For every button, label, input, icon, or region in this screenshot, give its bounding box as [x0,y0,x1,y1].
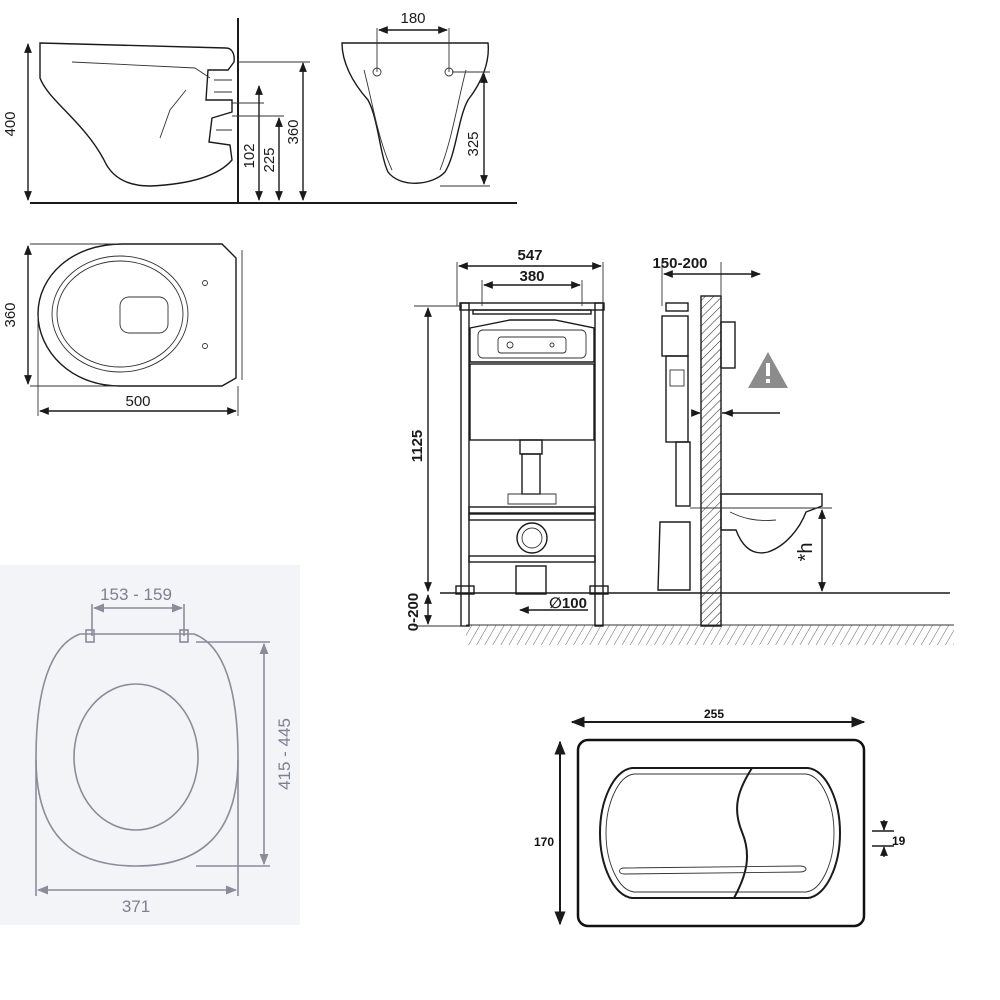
frame-pipe-diameter-label: ∅100 [549,595,587,612]
top-depth-360-label: 360 [2,302,19,327]
frame-inner-width-label: 380 [519,268,544,285]
toilet-side-view: 400 102 225 360 [2,18,517,204]
flush-plate-thickness-label: 19 [892,834,906,848]
side-height-360-label: 360 [285,119,302,144]
toilet-front-view: 180 325 [341,10,490,187]
installation-frame: ∅100 547 380 1125 0-200 [405,247,954,645]
flush-plate-width-label: 255 [704,707,724,721]
front-height-325-label: 325 [465,131,482,156]
wall-depth-label: 150-200 [652,255,707,272]
side-outlet-102-label: 102 [241,143,258,168]
seat-hinge-spacing-label: 153 - 159 [100,585,172,604]
frame-height-label: 1125 [409,430,426,463]
side-inlet-225-label: 225 [261,147,278,172]
side-height-400-label: 400 [2,111,19,136]
wall-section-view: 150-200 *h [652,255,832,627]
toilet-top-view: 360 500 [2,243,243,416]
front-hole-spacing-180-label: 180 [400,10,425,27]
frame-adjust-label: 0-200 [405,593,422,631]
frame-outer-width-label: 547 [517,247,542,264]
toilet-seat-panel: 153 - 159 415 - 445 371 [0,565,300,925]
flush-plate-height-label: 170 [534,835,554,849]
seat-length-label: 415 - 445 [275,718,294,790]
flush-plate-view: 255 170 19 [534,707,906,928]
top-length-500-label: 500 [125,393,150,410]
wall-toilet-height-label: *h [795,543,817,562]
seat-width-label: 371 [122,897,150,916]
